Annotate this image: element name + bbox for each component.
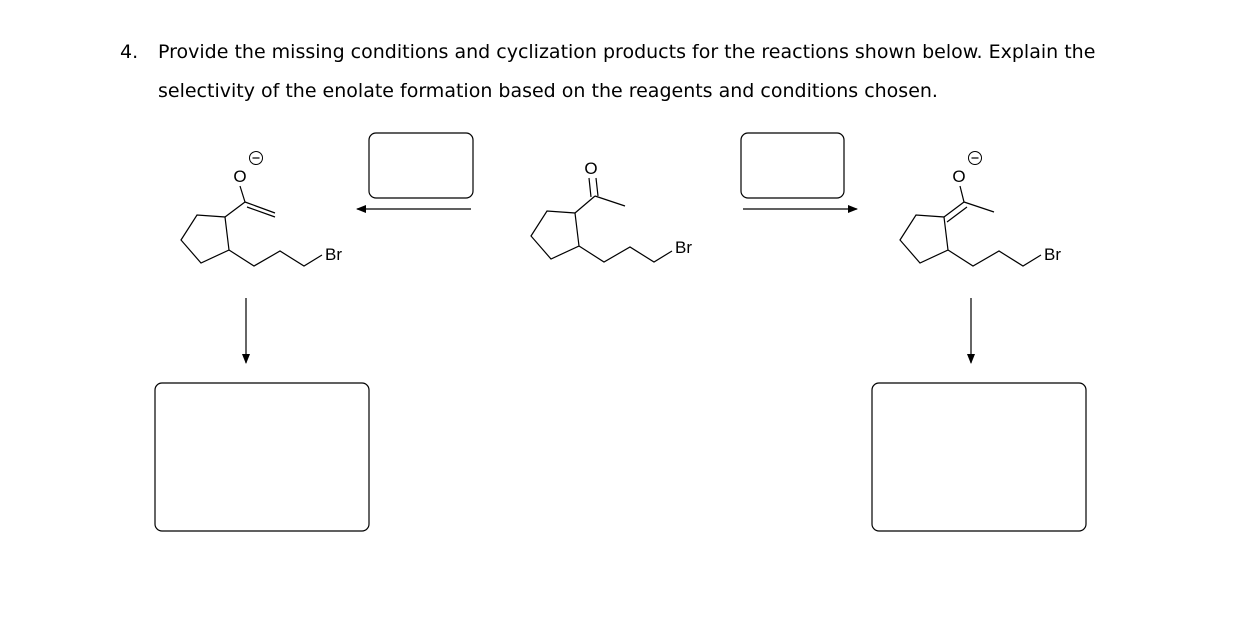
left-conditions-answer-box[interactable] [368, 132, 474, 199]
question-text-line-2: selectivity of the enolate formation bas… [158, 80, 938, 102]
center-ketone-bromine: Br [675, 238, 692, 257]
center-ketone-labels: O Br [584, 159, 692, 257]
right-enolate-charge-circle [968, 151, 982, 165]
right-enolate-bromine: Br [1044, 245, 1061, 264]
center-ketone-oxygen: O [584, 159, 597, 178]
left-product-answer-box[interactable] [154, 382, 370, 532]
left-enolate-oxygen: O [233, 167, 246, 186]
question-number: 4. [120, 41, 139, 63]
right-enolate-structure [899, 185, 1042, 267]
left-enolate-bromine: Br [325, 245, 342, 264]
question-text-line-1: Provide the missing conditions and cycli… [158, 41, 1096, 63]
center-ketone-structure [530, 177, 673, 263]
left-enolate-structure [180, 185, 323, 267]
right-conditions-answer-box[interactable] [740, 132, 845, 199]
right-enolate-oxygen: O [952, 167, 965, 186]
left-enolate-labels: O Br [233, 151, 342, 264]
right-enolate-labels: O Br [952, 151, 1061, 264]
left-enolate-charge-circle [249, 151, 263, 165]
right-product-answer-box[interactable] [871, 382, 1087, 532]
